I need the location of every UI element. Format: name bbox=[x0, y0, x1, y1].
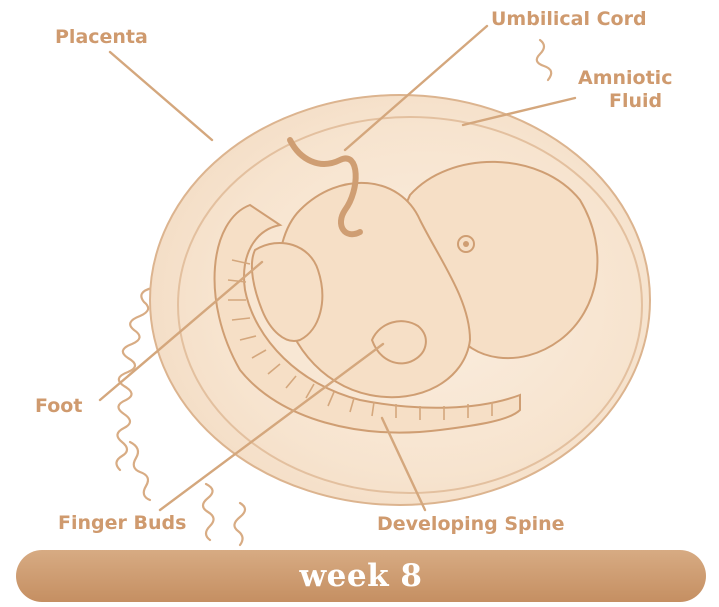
amniotic-fluid-label-line1: Amniotic bbox=[578, 67, 672, 89]
week-banner: week 8 bbox=[16, 550, 706, 602]
finger-buds-label: Finger Buds bbox=[58, 512, 186, 534]
placenta-leader-line bbox=[110, 52, 212, 140]
developing-spine-label: Developing Spine bbox=[377, 513, 565, 535]
amniotic-fluid-label-line2: Fluid bbox=[609, 90, 662, 112]
umbilical-cord-label: Umbilical Cord bbox=[491, 8, 647, 30]
foot-label: Foot bbox=[35, 395, 82, 417]
week-banner-text: week 8 bbox=[300, 558, 423, 594]
pupil bbox=[463, 241, 469, 247]
placenta-label: Placenta bbox=[55, 26, 148, 48]
